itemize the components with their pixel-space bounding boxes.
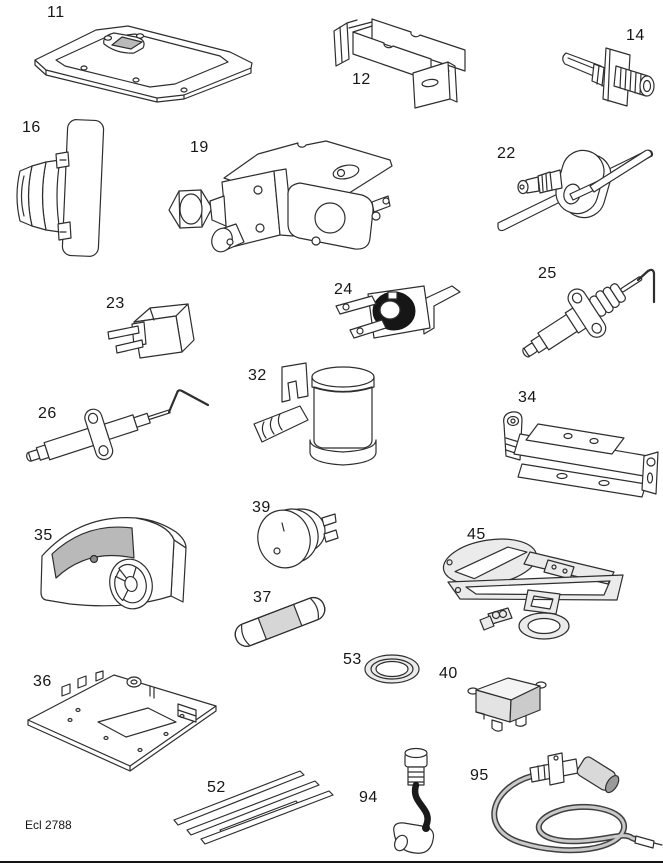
part-39-drawing xyxy=(257,508,339,569)
part-22-label: 22 xyxy=(497,145,516,162)
part-52-drawing xyxy=(173,770,334,845)
part-24-drawing xyxy=(335,285,461,339)
part-14-label: 14 xyxy=(626,27,645,44)
part-53-drawing xyxy=(364,654,420,684)
part-34-label: 34 xyxy=(518,389,537,406)
part-26-label: 26 xyxy=(38,405,57,422)
part-35-drawing xyxy=(40,517,187,610)
part-34-drawing xyxy=(503,411,659,498)
part-45-drawing xyxy=(442,538,624,640)
part-52-label: 52 xyxy=(207,779,226,796)
part-36-label: 36 xyxy=(33,673,52,690)
part-23-label: 23 xyxy=(106,295,125,312)
part-37-label: 37 xyxy=(253,589,272,606)
part-95-label: 95 xyxy=(470,767,489,784)
part-45-label: 45 xyxy=(467,526,486,543)
part-25-label: 25 xyxy=(538,265,557,282)
part-53-label: 53 xyxy=(343,651,362,668)
part-94-drawing xyxy=(393,747,435,854)
part-26-drawing xyxy=(26,389,210,462)
part-16-label: 16 xyxy=(22,119,41,136)
part-32-drawing xyxy=(253,362,377,466)
part-19-drawing xyxy=(168,140,393,253)
page-bottom-rule xyxy=(0,861,663,863)
part-24-label: 24 xyxy=(334,281,353,298)
part-19-label: 19 xyxy=(190,139,209,156)
part-11-label: 11 xyxy=(47,4,65,21)
part-14-drawing xyxy=(562,47,655,107)
part-11-drawing xyxy=(34,25,253,103)
part-37-drawing xyxy=(234,596,326,647)
part-39-label: 39 xyxy=(252,499,271,516)
part-35-label: 35 xyxy=(34,527,53,544)
part-25-drawing xyxy=(522,268,656,358)
part-22-drawing xyxy=(497,149,654,232)
part-12-drawing xyxy=(333,18,466,109)
part-95-drawing xyxy=(491,752,663,854)
part-32-label: 32 xyxy=(248,367,267,384)
part-40-label: 40 xyxy=(439,665,458,682)
part-16-drawing xyxy=(16,119,105,257)
part-94-label: 94 xyxy=(359,789,378,806)
part-23-drawing xyxy=(107,303,195,359)
figure-code: Ecl 2788 xyxy=(25,818,72,832)
part-36-drawing xyxy=(27,670,217,772)
part-40-drawing xyxy=(467,677,547,732)
part-12-label: 12 xyxy=(352,71,371,88)
